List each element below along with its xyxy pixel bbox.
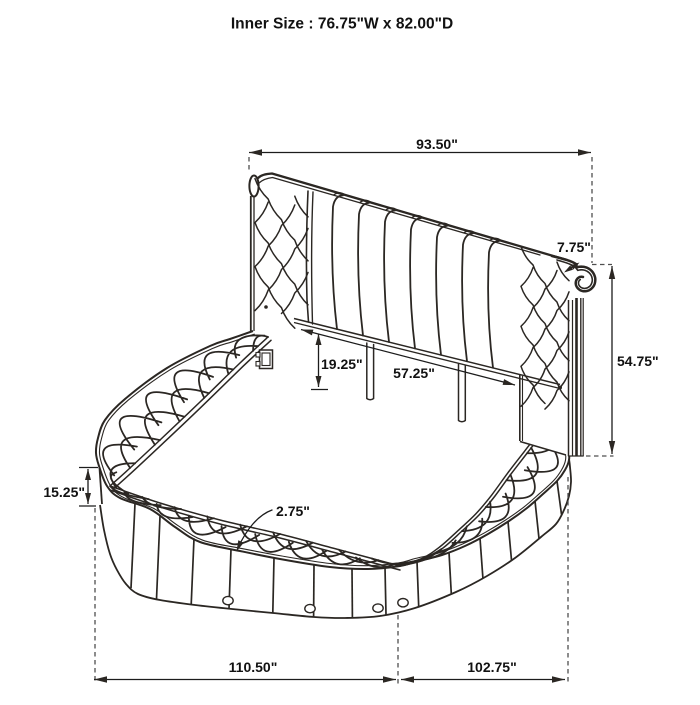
svg-text:19.25": 19.25" bbox=[321, 356, 363, 372]
svg-text:2.75": 2.75" bbox=[276, 503, 310, 519]
svg-text:15.25": 15.25" bbox=[43, 484, 85, 500]
svg-text:Inner Size : 76.75"W x 82.00"D: Inner Size : 76.75"W x 82.00"D bbox=[231, 16, 453, 33]
svg-text:57.25": 57.25" bbox=[393, 365, 435, 381]
svg-text:7.75": 7.75" bbox=[557, 239, 591, 255]
svg-text:54.75": 54.75" bbox=[617, 353, 659, 369]
svg-text:93.50": 93.50" bbox=[416, 136, 458, 152]
svg-text:102.75": 102.75" bbox=[467, 659, 516, 675]
svg-text:110.50": 110.50" bbox=[229, 659, 278, 675]
